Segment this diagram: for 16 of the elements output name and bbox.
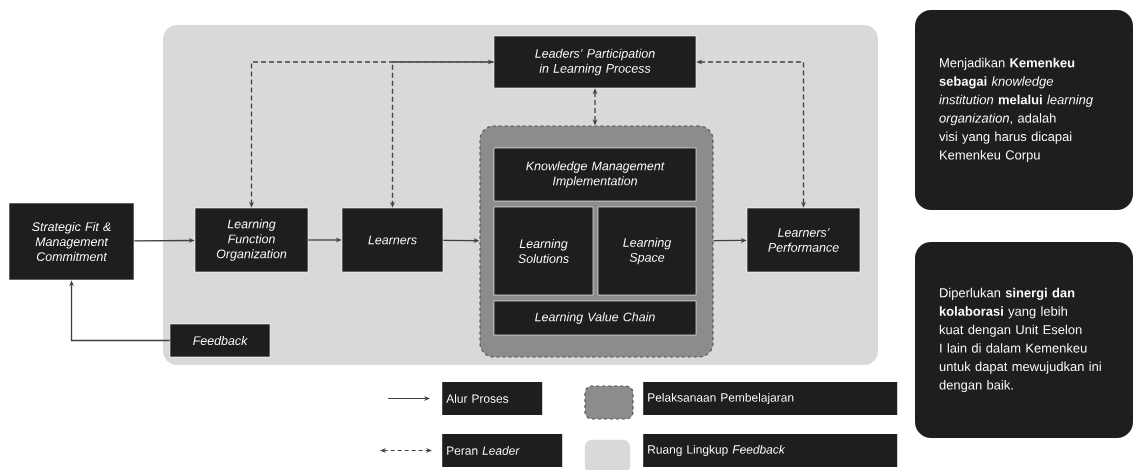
legend-label: Ruang Lingkup Feedback <box>643 434 898 467</box>
process-box: Feedback <box>169 323 271 358</box>
process-box: Learning Value Chain <box>493 300 697 336</box>
note-box: Diperlukan sinergi dan kolaborasi yang lebih kuat dengan Unit Eselon I lain di dalam Kemenkeu untuk dapat mewujudkan ini dengan baik. <box>915 242 1133 438</box>
process-box: Learning Solutions <box>493 206 594 296</box>
note-box: Menjadikan Kemenkeu sebagai knowledge institution melalui learning organization, adalah visi yang harus dicapai Kemenkeu Corpu <box>915 10 1133 210</box>
process-box: Learning Function Organization <box>194 207 309 273</box>
process-box: Strategic Fit & Management Commitment <box>8 202 135 281</box>
legend-label: Peran Leader <box>442 434 563 467</box>
legend-label: Pelaksanaan Pembelajaran <box>643 382 898 415</box>
process-box: Leaders’ Participation in Learning Process <box>493 35 697 89</box>
process-box: Learners <box>341 207 444 273</box>
process-box: Knowledge Management Implementation <box>493 147 697 202</box>
legend-label: Alur Proses <box>442 382 543 415</box>
process-box: Learning Space <box>597 206 697 296</box>
process-box: Learners’ Performance <box>746 207 861 273</box>
